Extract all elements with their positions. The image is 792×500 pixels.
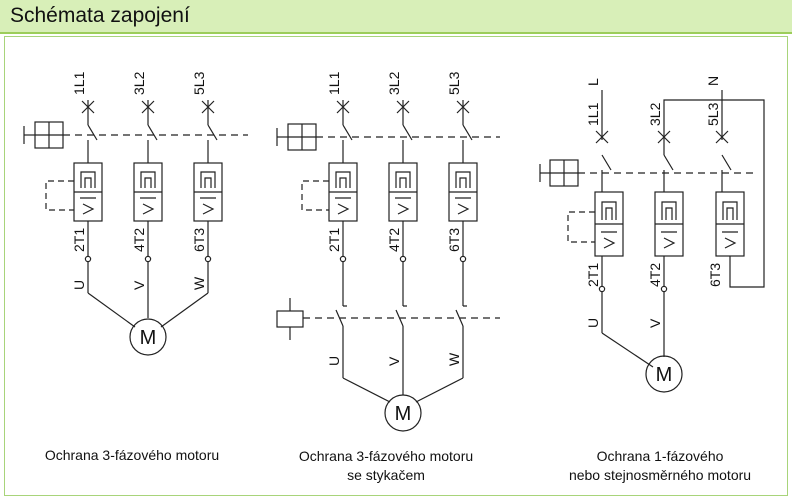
output-label: 2T1 xyxy=(585,263,601,287)
output-label: 4T2 xyxy=(386,228,402,252)
caption-diagram-2: Ochrana 3-fázového motoru se stykačem xyxy=(276,447,496,485)
motor-label: M xyxy=(140,327,157,349)
output-label: 6T3 xyxy=(191,228,207,252)
output-label: 2T1 xyxy=(71,228,87,252)
input-label: 5L3 xyxy=(705,102,721,126)
page-title: Schémata zapojení xyxy=(10,4,190,27)
terminal-label: V xyxy=(386,356,402,366)
supply-label: L xyxy=(585,78,601,86)
input-label: 1L1 xyxy=(585,102,601,126)
motor-label: M xyxy=(656,364,673,386)
terminal-label: U xyxy=(326,356,342,366)
terminal-label: U xyxy=(71,280,87,290)
terminal-label: V xyxy=(647,318,663,328)
input-label: 3L2 xyxy=(386,71,402,95)
output-label: 6T3 xyxy=(446,228,462,252)
terminal-label: W xyxy=(191,276,207,290)
caption-line: Ochrana 3-fázového motoru xyxy=(298,448,474,464)
output-label: 4T2 xyxy=(647,263,663,287)
diagram-panel xyxy=(4,36,788,496)
input-label: 1L1 xyxy=(71,71,87,95)
terminal-label: V xyxy=(131,280,147,290)
diagram-1 xyxy=(23,100,248,356)
terminal-label: W xyxy=(446,352,462,366)
supply-label: N xyxy=(705,76,721,86)
terminal-label: U xyxy=(585,318,601,328)
caption-line: se stykačem xyxy=(347,467,425,483)
input-label: 5L3 xyxy=(191,71,207,95)
motor-symbol-2 xyxy=(384,394,422,432)
output-label: 4T2 xyxy=(131,228,147,252)
caption-diagram-3: Ochrana 1-fázového nebo stejnosměrného m… xyxy=(545,447,775,485)
input-label: 5L3 xyxy=(446,71,462,95)
diagram-2 xyxy=(276,100,500,432)
caption-line: nebo stejnosměrného motoru xyxy=(568,467,752,483)
input-label: 1L1 xyxy=(326,71,342,95)
output-label: 6T3 xyxy=(707,263,723,287)
motor-symbol-1 xyxy=(129,318,167,356)
caption-diagram-1: Ochrana 3-fázového motoru xyxy=(44,447,220,463)
motor-symbol-3 xyxy=(645,355,683,393)
diagram-3 xyxy=(539,90,765,393)
header-bar: Schémata zapojení xyxy=(0,0,792,34)
motor-label: M xyxy=(395,403,412,425)
caption-line: Ochrana 1-fázového xyxy=(596,448,724,464)
input-label: 3L2 xyxy=(131,71,147,95)
input-label: 3L2 xyxy=(647,102,663,126)
output-label: 2T1 xyxy=(326,228,342,252)
